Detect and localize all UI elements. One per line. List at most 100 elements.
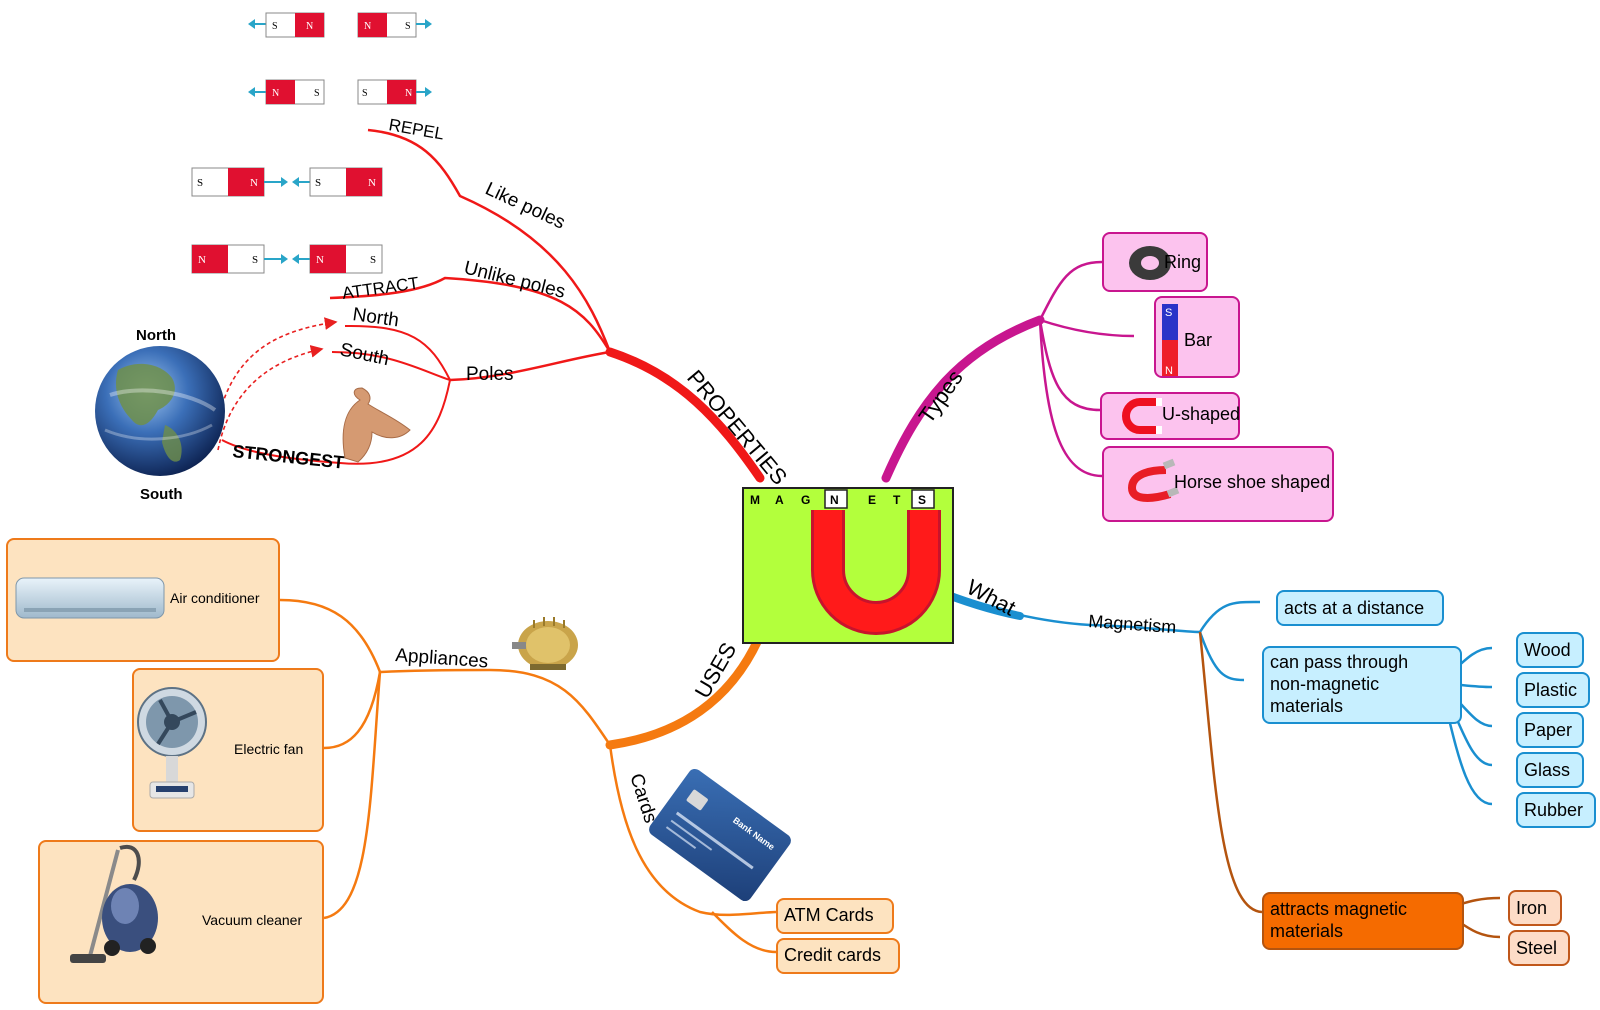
magnet-n-label: N [250,177,258,189]
branch-uses [605,635,763,750]
magnet-n-label: N [405,88,412,99]
center-letter-m: M [750,493,760,507]
magnet-s-label: S [252,254,258,266]
magnet-pair-attract-2: N S N S [191,244,383,274]
node-horseshoe-label: Horse shoe shaped [1174,472,1331,492]
branch-ushaped [1038,319,1101,412]
node-iron[interactable] [1508,890,1562,926]
node-acts-distance[interactable] [1276,590,1444,626]
branch-properties [605,347,765,483]
earth-north-label: North [136,327,176,344]
branch-cards [608,744,777,917]
label-uses[interactable]: USES [690,638,742,702]
branch-strongest [221,379,451,465]
magnet-pair-repel-2: N S S N [248,79,432,105]
node-bar-label: Bar [1184,330,1213,350]
label-appliances[interactable]: Appliances [395,645,489,672]
branch-credit [711,911,777,954]
electric-motor-icon [512,617,578,670]
branch-like-poles [367,128,612,353]
label-south: South [338,339,391,370]
node-pass-line3: materials [1270,696,1344,716]
branch-appliances [379,668,612,746]
node-ushaped-label: U-shaped [1162,404,1241,424]
branch-bar [1039,318,1135,338]
branch-pass [1198,631,1245,682]
node-attracts[interactable] [1262,892,1464,950]
label-types[interactable]: Types [914,365,968,427]
label-attract: ATTRACT [341,273,420,303]
magnet-pair-attract-1: S N S N [191,167,383,197]
node-paper-label: Paper [1524,720,1573,740]
branch-ac [279,598,382,673]
earth-south-label: South [140,486,183,503]
credit-card-icon: Bank Name [649,768,791,902]
node-acts-distance-label: acts at a distance [1284,598,1425,618]
magnet-s-label: S [405,21,411,32]
label-like-poles[interactable]: Like poles [482,178,568,233]
magnet-s-label: S [362,88,368,99]
branch-attracts [1198,631,1263,914]
node-vacuum-cleaner-label: Vacuum cleaner [202,912,303,928]
earth-south-arrow [217,345,324,451]
branch-north [344,324,451,381]
label-properties[interactable]: PROPERTIES [682,365,792,489]
center-letter-a: A [775,493,784,507]
label-poles[interactable]: Poles [466,364,514,385]
label-unlike-poles[interactable]: Unlike poles [462,257,568,302]
center-letter-n: N [830,493,839,507]
node-glass-label: Glass [1524,760,1571,780]
branch-vacuum [323,671,382,920]
label-north: North [351,304,400,331]
node-rubber[interactable] [1516,792,1596,828]
node-rubber-label: Rubber [1524,800,1584,820]
node-atm-cards-label: ATM Cards [784,905,874,925]
node-credit-cards-label: Credit cards [784,945,882,965]
magnet-n-label: N [198,254,206,266]
center-letter-e: E [868,493,876,507]
magnet-s-label: S [272,21,278,32]
magnet-pair-repel-1: S N N S [248,12,432,38]
magnet-s-label: S [197,177,203,189]
label-strongest: STRONGEST [232,441,345,473]
branch-horseshoe [1038,319,1103,478]
node-atm-cards[interactable] [776,898,894,934]
node-wood-label: Wood [1524,640,1571,660]
magnet-s-label: S [370,254,376,266]
node-plastic[interactable] [1516,672,1590,708]
magnet-n-label: N [306,21,313,32]
node-pass-line1: can pass through [1270,652,1409,672]
flexed-arm-icon [342,387,411,463]
node-wood[interactable] [1516,632,1584,668]
magnet-n-label: N [272,88,279,99]
branch-types [881,315,1045,483]
label-repel: REPEL [387,115,445,143]
node-air-conditioner-label: Air conditioner [170,590,260,606]
node-glass[interactable] [1516,752,1584,788]
magnet-s-label: S [314,88,320,99]
center-letter-g: G [801,493,810,507]
node-paper[interactable] [1516,712,1584,748]
label-magnetism[interactable]: Magnetism [1088,611,1177,637]
node-credit-cards[interactable] [776,938,900,974]
node-plastic-label: Plastic [1524,680,1578,700]
node-ring-label: Ring [1164,252,1202,272]
node-iron-label: Iron [1516,898,1548,918]
node-steel[interactable] [1508,930,1570,966]
label-what[interactable]: What [963,574,1020,620]
center-letter-t: T [893,493,901,507]
central-node[interactable]: M A G N E T S [742,487,954,644]
branch-ring [1038,260,1103,321]
branch-south [331,351,451,381]
branch-acts [1198,600,1261,633]
node-attracts-line2: materials [1270,921,1344,941]
node-attracts-line1: attracts magnetic [1270,899,1408,919]
node-pass-through[interactable] [1262,646,1462,724]
label-cards[interactable]: Cards [625,771,661,826]
magnet-s-label: S [315,177,321,189]
magnet-n-label: N [316,254,324,266]
node-vacuum-cleaner[interactable] [38,840,324,1004]
branch-fan [323,671,382,750]
center-letter-s: S [918,493,926,507]
